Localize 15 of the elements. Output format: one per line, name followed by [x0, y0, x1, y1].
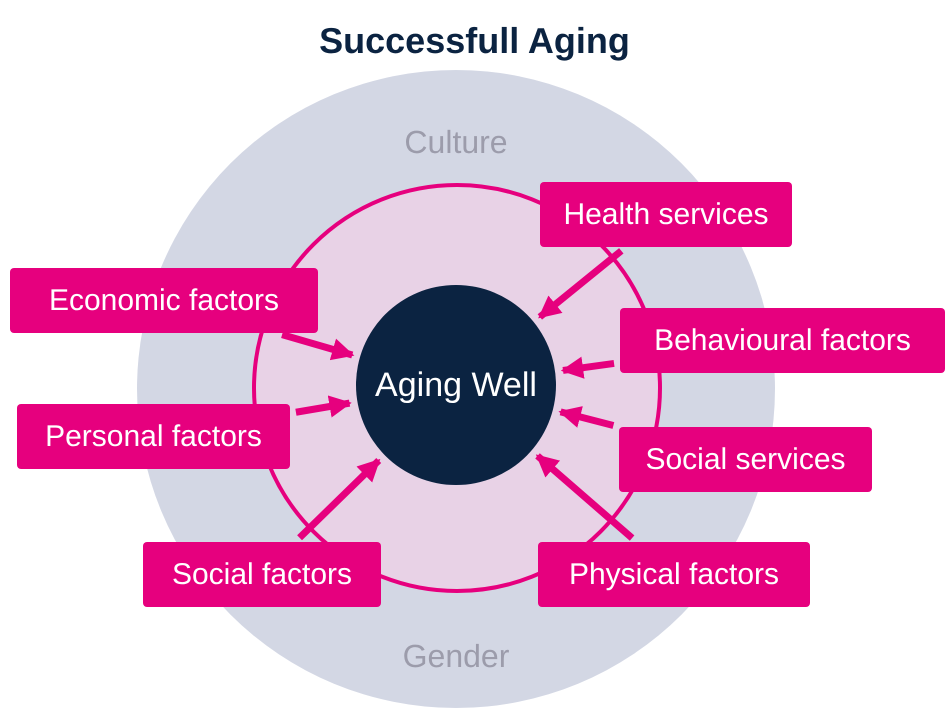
arrow — [558, 406, 614, 429]
factor-box: Social services — [619, 427, 872, 492]
diagram-title: Successfull Aging — [319, 19, 630, 63]
factor-box: Economic factors — [10, 268, 318, 333]
center-label: Aging Well — [375, 364, 537, 406]
arrow — [281, 331, 354, 360]
ring-label: Gender — [402, 637, 510, 676]
ring-label: Culture — [404, 123, 508, 162]
factor-box: Behavioural factors — [620, 308, 945, 373]
arrow — [295, 395, 352, 418]
factor-box: Personal factors — [17, 404, 290, 469]
factor-box: Health services — [540, 182, 792, 247]
arrow — [538, 248, 624, 320]
factor-box: Physical factors — [538, 542, 810, 607]
arrow — [560, 356, 615, 379]
